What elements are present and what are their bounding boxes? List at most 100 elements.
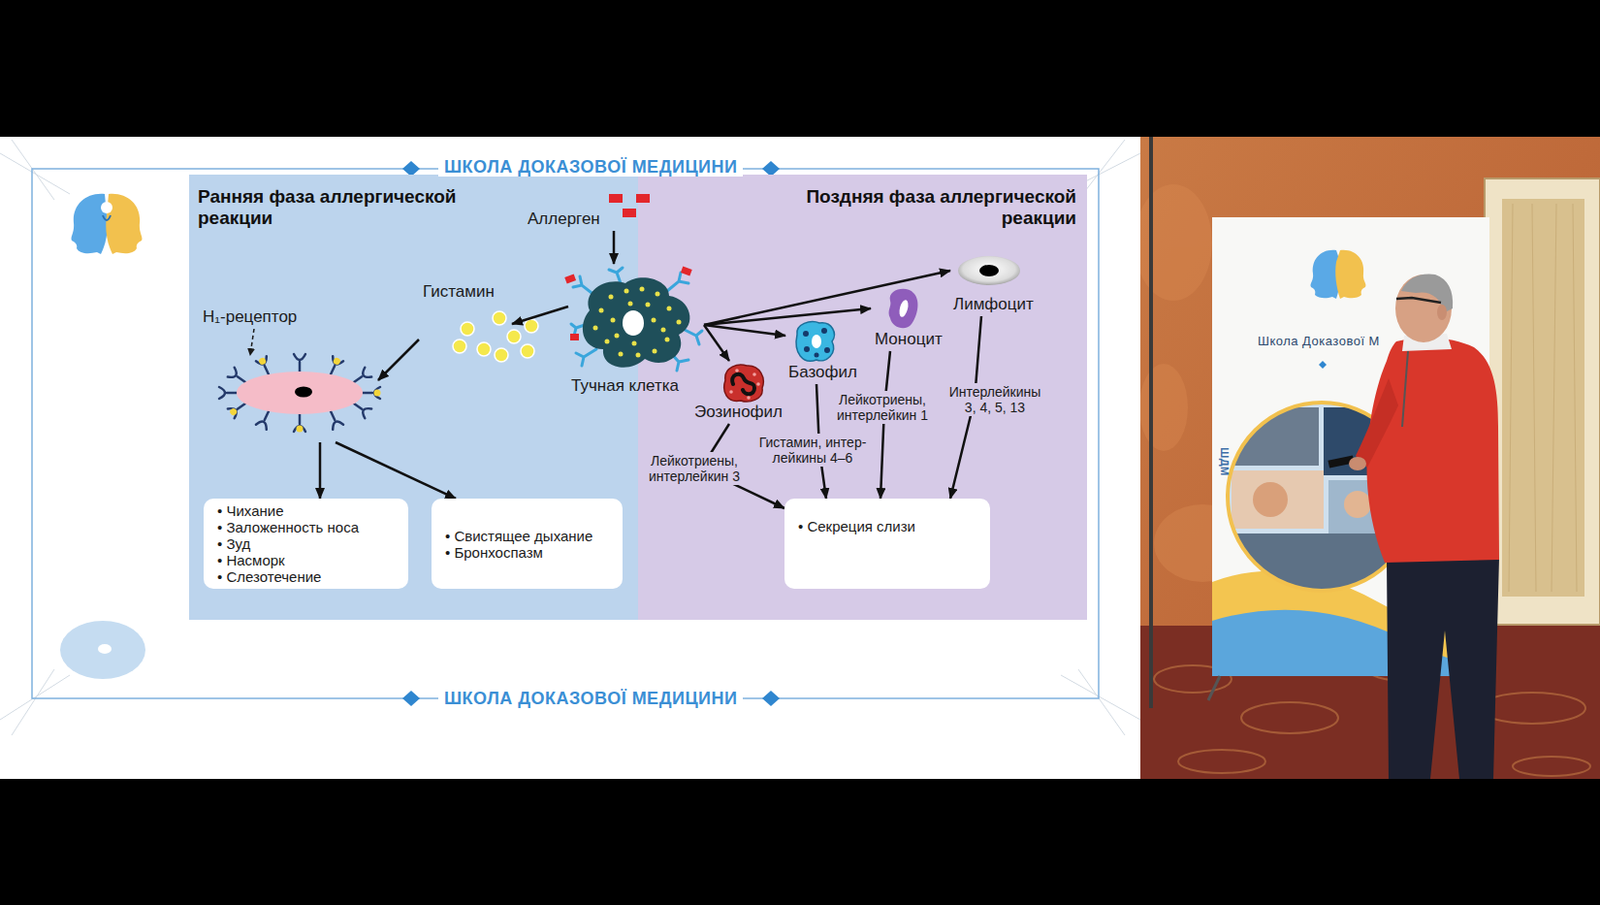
histamine-dots xyxy=(494,348,509,362)
histamine-dots xyxy=(460,321,475,336)
receptor-cell-picture xyxy=(374,389,382,397)
receptor-cell-picture xyxy=(219,328,382,433)
receptor-cell-picture xyxy=(293,353,306,360)
corner-lines xyxy=(11,139,55,200)
receptor-cell-picture xyxy=(293,414,306,432)
arrow-connector xyxy=(880,351,891,499)
speaker-photo xyxy=(1348,456,1367,471)
slide-ground xyxy=(0,136,1141,779)
mast-cell-picture xyxy=(564,265,692,341)
arrow-connector xyxy=(378,339,419,381)
mast-cell-picture xyxy=(632,341,638,347)
speaker-photo xyxy=(1572,203,1577,592)
phase-grounds xyxy=(189,174,639,620)
mast-cell-picture xyxy=(628,301,634,307)
receptor-cell-picture xyxy=(353,403,362,410)
histamine-dots xyxy=(452,339,467,353)
receptor-cell-picture xyxy=(256,408,274,429)
header-label: ШКОЛА ДОКАЗОВОЇ МЕДИЦИНИ xyxy=(438,158,743,177)
lymphocyte-picture xyxy=(958,256,1021,286)
mast-cell-picture xyxy=(667,272,689,291)
receptor-cell-picture xyxy=(256,355,269,367)
school-logo xyxy=(71,193,143,255)
mast-cell-picture xyxy=(570,333,579,341)
receptor-cell-picture xyxy=(362,391,373,395)
eosinophil-picture xyxy=(732,374,755,395)
cell-label: Базофил xyxy=(788,362,858,383)
receptor-cell-picture xyxy=(257,356,267,366)
mast-cell-picture xyxy=(652,349,658,354)
lymphocyte-picture xyxy=(979,264,999,277)
corner-lines xyxy=(1060,674,1141,720)
allergen-node: Аллерген xyxy=(523,190,656,231)
symptom-box: • Чихание• Заложенность носа• Зуд• Насмо… xyxy=(203,498,409,589)
symptom-box: • Секреция слизи xyxy=(784,498,991,589)
speaker-photo xyxy=(1231,470,1324,529)
receptor-cell-picture xyxy=(353,376,362,383)
header-diamonds xyxy=(402,160,420,177)
cell-label: Эозинофил xyxy=(694,402,783,422)
monocyte-picture xyxy=(889,288,919,328)
receptor-cell-picture xyxy=(374,389,382,397)
school-logo xyxy=(71,193,108,255)
mast-cell-picture xyxy=(640,287,645,292)
symptom-item: • Чихание xyxy=(217,502,395,519)
receptor-cell-picture xyxy=(293,425,306,432)
speaker-photo xyxy=(1149,136,1153,708)
phase-grounds xyxy=(189,174,1088,620)
receptor-cell-picture xyxy=(332,356,342,366)
symptom-box: • Свистящее дыхание• Бронхоспазм xyxy=(431,498,623,589)
arrow-connector xyxy=(704,324,730,361)
receptor-cell-picture xyxy=(359,367,372,381)
receptor-cell-picture xyxy=(264,365,269,375)
corner-disc xyxy=(97,643,112,654)
receptor-cell-picture xyxy=(374,386,381,399)
header-diamonds xyxy=(762,160,780,177)
mast-cell-picture xyxy=(576,349,597,366)
histamine-dots xyxy=(477,342,491,356)
edge-label: Интерлейкины 3, 4, 5, 13 xyxy=(943,383,1047,416)
basophil-picture xyxy=(814,352,820,358)
receptor-cell-picture xyxy=(219,386,237,399)
banner-mark: ШДМ xyxy=(1218,441,1231,482)
mast-cell-picture xyxy=(593,287,682,358)
mediator-node: Гистамин xyxy=(418,279,512,361)
mast-cell-picture xyxy=(624,288,630,294)
allergen-symbol xyxy=(608,193,623,203)
monocyte-picture xyxy=(889,288,919,328)
mast-cell-picture xyxy=(599,308,605,314)
cell-node: Базофил xyxy=(785,316,870,384)
cell-node: Тучная клетка xyxy=(568,263,704,398)
corner-lines xyxy=(1078,669,1125,736)
eosinophil-picture xyxy=(729,368,761,400)
mast-cell-picture xyxy=(636,352,641,358)
mast-cell-picture xyxy=(661,327,667,333)
school-logo xyxy=(105,193,142,255)
mast-cell-picture xyxy=(571,267,703,371)
arrow-connector xyxy=(704,270,951,325)
speaker-photo xyxy=(1311,250,1367,299)
speaker-photo xyxy=(1551,203,1557,592)
mast-cell-picture xyxy=(564,273,576,284)
header-diamonds xyxy=(762,690,780,706)
receptor-cell-picture xyxy=(293,353,306,372)
histamine-dots xyxy=(520,344,535,358)
histamine-dots xyxy=(524,319,539,333)
mast-cell-picture xyxy=(655,291,661,297)
histamine-dots xyxy=(492,311,507,325)
histamine-dots xyxy=(507,329,521,344)
receptor-cell-picture xyxy=(359,405,372,418)
receptor-cell-picture xyxy=(330,418,344,430)
corner-disc xyxy=(60,620,146,679)
receptor-cell-picture xyxy=(332,356,342,366)
speaker-photo xyxy=(1386,557,1500,779)
speaker-photo xyxy=(1252,481,1288,517)
speaker-photo xyxy=(1508,203,1513,592)
basophil-picture xyxy=(824,347,831,353)
mast-cell-picture xyxy=(622,310,644,336)
cell-label: Моноцит xyxy=(874,329,943,350)
corner-lines xyxy=(11,669,55,736)
symptom-item: • Бронхоспазм xyxy=(445,544,609,561)
receptor-cell-picture xyxy=(264,411,269,420)
basophil-picture xyxy=(811,334,822,349)
